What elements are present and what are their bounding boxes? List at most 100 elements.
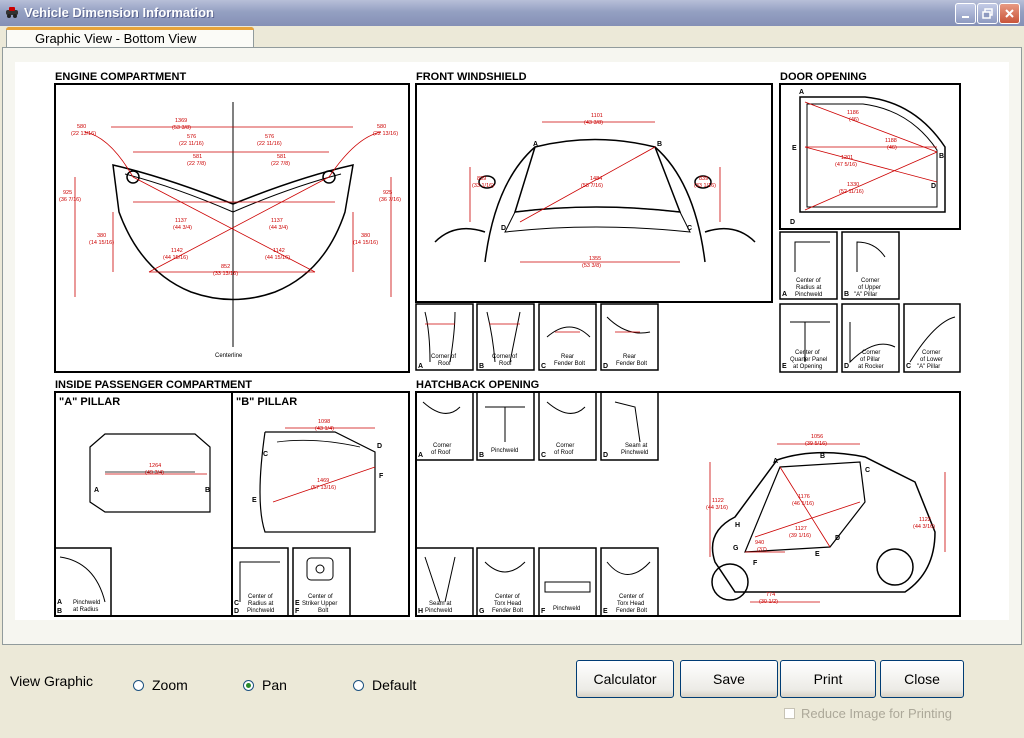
- svg-text:(22 7/8): (22 7/8): [187, 161, 206, 167]
- svg-text:1137: 1137: [175, 218, 187, 224]
- svg-text:(36 7/16): (36 7/16): [379, 197, 401, 203]
- svg-text:839: 839: [699, 176, 708, 182]
- svg-text:(44 3/16): (44 3/16): [913, 524, 935, 530]
- svg-text:1127: 1127: [795, 526, 807, 532]
- svg-text:D: D: [234, 608, 239, 615]
- svg-text:(39 5/16): (39 5/16): [805, 441, 827, 447]
- svg-text:1056: 1056: [811, 434, 823, 440]
- svg-text:Torx Head: Torx Head: [494, 601, 521, 607]
- svg-text:"A" Pillar: "A" Pillar: [854, 292, 877, 298]
- door-opening-title: DOOR OPENING: [780, 71, 867, 83]
- radio-zoom[interactable]: Zoom: [133, 677, 188, 693]
- radio-pan-dot[interactable]: [243, 679, 254, 691]
- svg-text:(30 1/2): (30 1/2): [759, 599, 778, 605]
- svg-text:(22 13/16): (22 13/16): [71, 131, 96, 137]
- svg-text:D: D: [603, 452, 608, 459]
- svg-text:Center of: Center of: [495, 594, 520, 600]
- svg-text:Corner of: Corner of: [431, 354, 456, 360]
- radio-default[interactable]: Default: [353, 677, 416, 693]
- svg-text:B: B: [844, 291, 849, 298]
- svg-text:of Upper: of Upper: [858, 285, 881, 291]
- svg-text:E: E: [252, 497, 257, 504]
- radio-default-dot[interactable]: [353, 679, 364, 691]
- svg-text:A: A: [799, 89, 804, 96]
- svg-text:D: D: [377, 443, 382, 450]
- svg-text:(57 13/16): (57 13/16): [311, 485, 336, 491]
- svg-text:at Opening: at Opening: [793, 364, 822, 370]
- title-bar: Vehicle Dimension Information: [0, 0, 1024, 26]
- svg-text:(14 15/16): (14 15/16): [353, 240, 378, 246]
- svg-text:E: E: [295, 600, 300, 607]
- windshield-drawing: [434, 138, 756, 263]
- svg-text:D: D: [603, 363, 608, 370]
- svg-text:(53 3/8): (53 3/8): [582, 263, 601, 269]
- svg-text:Center of: Center of: [796, 278, 821, 284]
- svg-text:Bolt: Bolt: [318, 608, 329, 614]
- svg-text:Pinchweld: Pinchweld: [553, 606, 580, 612]
- svg-text:1469: 1469: [317, 478, 329, 484]
- svg-text:B: B: [939, 153, 944, 160]
- svg-text:Pinchweld: Pinchweld: [621, 450, 648, 456]
- restore-button[interactable]: [977, 3, 998, 24]
- tab-bar: Graphic View - Bottom View: [0, 26, 1024, 49]
- reduce-image-checkbox-box[interactable]: [784, 708, 795, 719]
- svg-text:1142: 1142: [171, 248, 183, 254]
- close-window-button[interactable]: [999, 3, 1020, 24]
- svg-text:(33 1/16): (33 1/16): [472, 183, 494, 189]
- radio-zoom-dot[interactable]: [133, 679, 144, 691]
- centerline-label: Centerline: [215, 353, 243, 359]
- svg-text:"A" Pillar: "A" Pillar: [917, 364, 940, 370]
- close-button[interactable]: Close: [880, 660, 964, 698]
- svg-text:Corner: Corner: [862, 350, 880, 356]
- svg-text:H: H: [735, 522, 740, 529]
- hatchback-car-drawing: [711, 451, 936, 601]
- svg-text:Corner: Corner: [433, 443, 451, 449]
- svg-text:of Roof: of Roof: [554, 450, 574, 456]
- svg-text:D: D: [501, 225, 506, 232]
- svg-text:1355: 1355: [589, 256, 601, 262]
- tab-panel: ENGINE COMPARTMENT FRONT WINDSHIELD DOOR…: [2, 47, 1022, 645]
- svg-text:D: D: [835, 535, 840, 542]
- svg-text:G: G: [479, 608, 485, 615]
- minimize-button[interactable]: [955, 3, 976, 24]
- svg-text:C: C: [906, 363, 911, 370]
- svg-text:Corner: Corner: [556, 443, 574, 449]
- svg-text:576: 576: [187, 134, 196, 140]
- tab-graphic-view[interactable]: Graphic View - Bottom View: [6, 27, 254, 49]
- svg-text:A: A: [418, 363, 423, 370]
- svg-text:839: 839: [477, 176, 486, 182]
- diagram-canvas[interactable]: ENGINE COMPARTMENT FRONT WINDSHIELD DOOR…: [15, 62, 1009, 620]
- svg-text:F: F: [379, 473, 384, 480]
- svg-text:C: C: [541, 363, 546, 370]
- svg-text:(22 11/16): (22 11/16): [257, 141, 282, 147]
- svg-text:A: A: [533, 141, 538, 148]
- close-icon: [1005, 9, 1014, 18]
- svg-text:(37): (37): [757, 547, 767, 553]
- svg-text:(58 7/16): (58 7/16): [581, 183, 603, 189]
- svg-text:1201: 1201: [841, 155, 853, 161]
- print-button[interactable]: Print: [780, 660, 876, 698]
- svg-text:C: C: [687, 225, 692, 232]
- svg-text:B: B: [479, 452, 484, 459]
- svg-text:Radius at: Radius at: [796, 285, 822, 291]
- svg-text:1264: 1264: [149, 463, 161, 469]
- engine-dimension-lines: [74, 126, 392, 297]
- reduce-image-checkbox[interactable]: Reduce Image for Printing: [784, 706, 952, 721]
- svg-text:(52 11/16): (52 11/16): [839, 189, 864, 195]
- restore-icon: [982, 8, 993, 19]
- svg-text:1330: 1330: [847, 182, 859, 188]
- calculator-button[interactable]: Calculator: [576, 660, 674, 698]
- svg-text:(33 1/16): (33 1/16): [694, 183, 716, 189]
- radio-pan[interactable]: Pan: [243, 677, 287, 693]
- svg-text:Center of: Center of: [795, 350, 820, 356]
- svg-text:(36 7/16): (36 7/16): [59, 197, 81, 203]
- svg-text:E: E: [792, 145, 797, 152]
- save-button[interactable]: Save: [680, 660, 778, 698]
- svg-text:380: 380: [97, 233, 106, 239]
- svg-text:380: 380: [361, 233, 370, 239]
- svg-text:of Pillar: of Pillar: [860, 357, 880, 363]
- reduce-image-label: Reduce Image for Printing: [801, 706, 953, 721]
- svg-text:1186: 1186: [847, 110, 859, 116]
- radio-default-label: Default: [372, 677, 417, 693]
- svg-text:B: B: [57, 608, 62, 615]
